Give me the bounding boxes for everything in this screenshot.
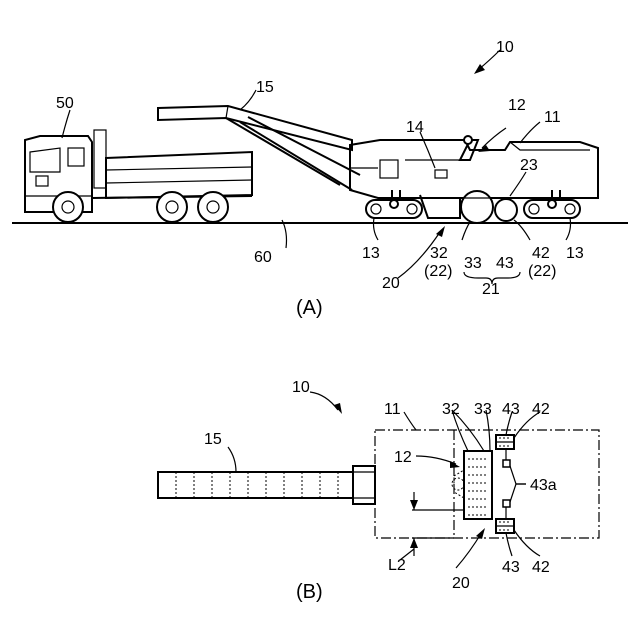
label-42-bottom-b: 42 <box>532 559 550 576</box>
caption-a: (A) <box>296 297 323 319</box>
label-32-a: 32 <box>430 245 448 262</box>
label-13-left-a: 13 <box>362 245 380 262</box>
wheel-units <box>496 435 514 533</box>
label-13-right-a: 13 <box>566 245 584 262</box>
label-12-a: 12 <box>508 97 526 114</box>
label-15-a: 15 <box>256 79 274 96</box>
conveyor-top-view <box>158 466 375 504</box>
label-42-top-b: 42 <box>532 401 550 418</box>
operator-outline <box>454 470 464 498</box>
caption-b: (B) <box>296 581 323 603</box>
leader-lines-b <box>228 392 540 568</box>
figure-a: 10 11 12 14 15 23 50 13 13 60 32 (22) 33… <box>12 39 628 319</box>
label-42-a: 42 <box>532 245 550 262</box>
dump-truck <box>25 130 252 222</box>
label-32-b: 32 <box>442 401 460 418</box>
label-43-top-b: 43 <box>502 401 520 418</box>
label-43-bottom-b: 43 <box>502 559 520 576</box>
label-11-a: 11 <box>544 109 561 126</box>
label-12-b: 12 <box>394 449 412 466</box>
label-22-left-a: (22) <box>424 263 452 280</box>
leader-lines-a <box>62 50 571 284</box>
label-14-a: 14 <box>406 119 424 136</box>
label-43-a: 43 <box>496 255 514 272</box>
label-20-b: 20 <box>452 575 470 592</box>
label-23-a: 23 <box>520 157 538 174</box>
label-43a-b: 43a <box>530 477 557 494</box>
label-33-b: 33 <box>474 401 492 418</box>
milling-drum <box>464 451 492 519</box>
label-10-a: 10 <box>496 39 514 56</box>
milling-machine <box>350 136 598 223</box>
label-15-b: 15 <box>204 431 222 448</box>
label-10-b: 10 <box>292 379 310 396</box>
label-50-a: 50 <box>56 95 74 112</box>
label-11-b: 11 <box>384 401 401 418</box>
conveyor <box>158 106 360 190</box>
figure-b: 10 11 32 33 43 42 12 15 43a L2 43 42 20 … <box>158 379 599 603</box>
machine-body-outline <box>375 430 599 538</box>
label-20-a: 20 <box>382 275 400 292</box>
label-60-a: 60 <box>254 249 272 266</box>
label-21-a: 21 <box>482 281 500 298</box>
label-22-right-a: (22) <box>528 263 556 280</box>
label-L2-b: L2 <box>388 557 406 574</box>
label-33-a: 33 <box>464 255 482 272</box>
